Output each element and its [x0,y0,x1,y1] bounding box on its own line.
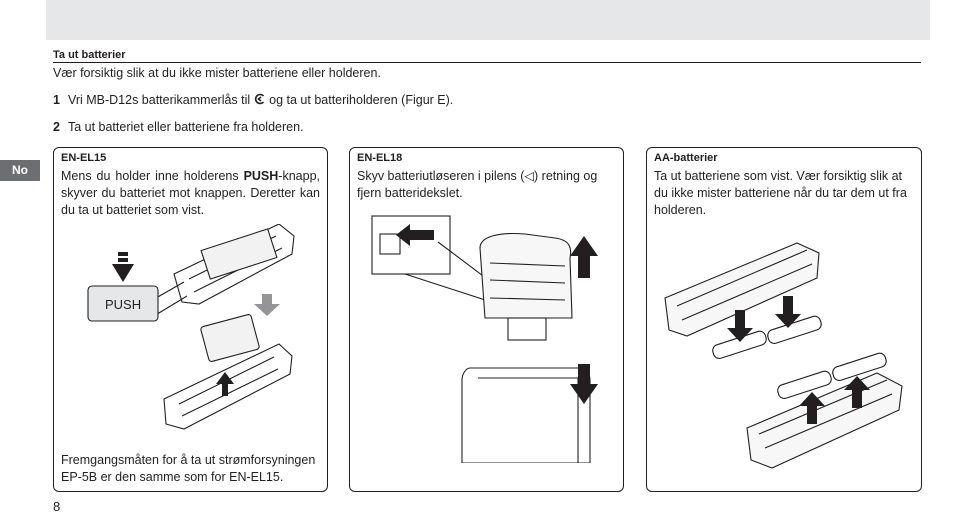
arrow-up-icon [216,372,234,396]
removed-battery [200,314,260,362]
step-number: 2 [53,120,60,134]
arrow-down-icon [254,294,280,316]
arrow-down-icon [775,296,801,328]
push-arrow-icon [112,252,134,282]
aa-batteries-illustration [664,242,903,469]
arrow-up-icon [799,392,825,424]
box-en-el15: EN-EL15 Mens du holder inne holderens PU… [53,147,328,492]
box-en-el18: EN-EL18 Skyv batteriutløseren i pilens (… [349,147,624,492]
box-text-part: -knapp, skyver du batteriet mot knappen.… [61,169,320,217]
section-lead: Vær forsiktig slik at du ikke mister bat… [53,66,381,80]
release-callout [371,215,451,275]
box-title: EN-EL15 [61,152,107,164]
en-el15-illustration: PUSH [87,224,295,430]
step-number: 1 [53,93,60,107]
removed-aa-batteries [712,315,887,399]
grip-body [461,367,591,463]
step-2: 2 Ta ut batteriet eller batteriene fra ho… [53,120,304,134]
box-aa-batteries: AA-batterier Ta ut batteriene som vist. … [646,147,922,492]
box-footnote: Fremgangsmåten for å ta ut strømforsynin… [61,453,316,484]
push-button-callout [87,285,159,322]
arrow-up-icon [570,236,598,278]
step-1: 1 Vri MB-D12s batterikammerlås til og ta … [53,93,453,107]
box-title: EN-EL18 [357,152,403,164]
lower-holder [163,343,293,430]
page-number: 8 [53,499,61,514]
en-el18-illustration [371,215,598,463]
lower-aa-holder [746,372,903,469]
box-text-part: Mens du holder inne holderens [61,169,244,183]
arrow-down-icon [570,364,598,404]
arrow-up-icon [844,376,870,408]
box-text: Ta ut batteriene som vist. Vær forsiktig… [654,169,907,217]
box-title: AA-batterier [654,152,718,164]
language-tab: No [0,160,40,181]
battery-in-holder [200,228,278,280]
section-title: Ta ut batterier [53,49,126,61]
push-keyword: PUSH [243,169,279,183]
step-text-after: og ta ut batteriholderen (Figur E). [269,93,454,107]
battery-cover [479,232,573,319]
arrow-down-icon [727,310,753,342]
step-text: Ta ut batteriet eller batteriene fra hol… [67,120,304,134]
box-text: Mens du holder inne holderens PUSH-knapp… [61,168,320,219]
push-label: PUSH [105,297,141,312]
box-text: Skyv batteriutløseren i pilens (◁) retni… [357,169,598,200]
title-rule [53,62,921,63]
upper-holder [173,224,295,305]
unlock-symbol-icon [254,93,264,105]
step-text-before: Vri MB-D12s batterikammerlås til [67,93,251,107]
header-band [46,0,930,40]
upper-aa-holder [664,242,820,337]
arrow-left-icon [396,224,434,246]
